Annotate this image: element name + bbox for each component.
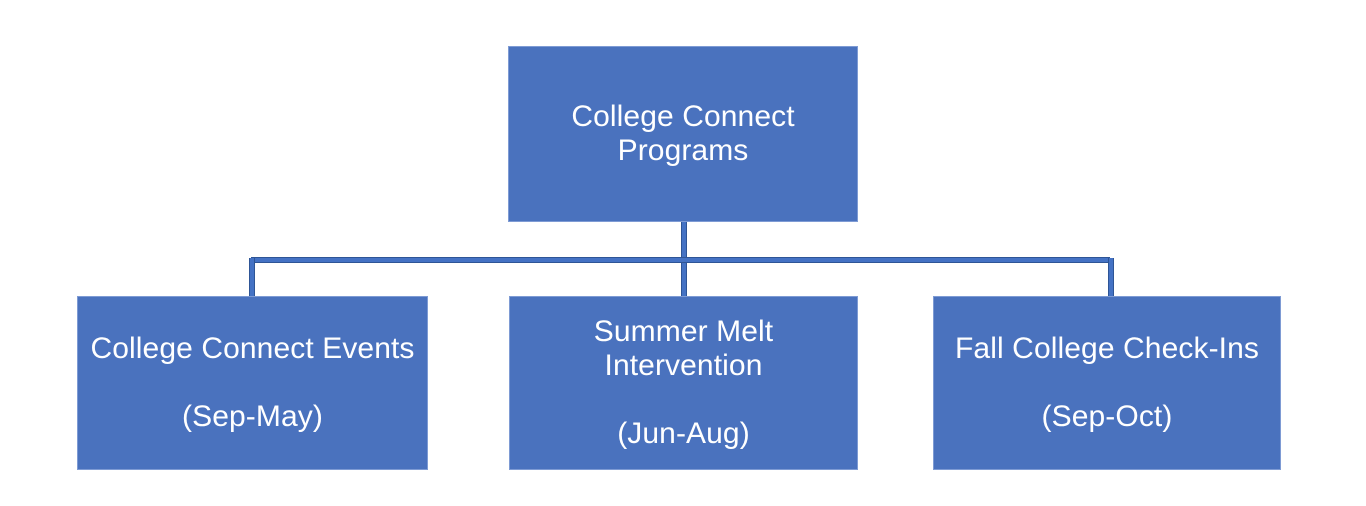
node-child-college-connect-events[interactable]: College Connect Events (Sep-May) (77, 296, 428, 470)
node-child-1-title: Summer Melt Intervention (593, 314, 774, 382)
node-child-fall-college-check-ins[interactable]: Fall College Check-Ins (Sep-Oct) (933, 296, 1281, 470)
node-child-0-period: (Sep-May) (182, 400, 323, 433)
node-root-title: College Connect Programs (571, 99, 795, 167)
connector-bus-to-right-child (1108, 258, 1114, 296)
connector-horizontal-bus (251, 257, 1110, 263)
node-child-2-title: Fall College Check-Ins (955, 331, 1259, 365)
node-root-college-connect-programs[interactable]: College Connect Programs (508, 46, 858, 222)
node-child-2-period: (Sep-Oct) (1041, 400, 1173, 433)
node-child-summer-melt-intervention[interactable]: Summer Melt Intervention (Jun-Aug) (509, 296, 858, 470)
connector-bus-to-left-child (249, 258, 255, 296)
node-child-0-title: College Connect Events (90, 331, 415, 365)
node-child-1-period: (Jun-Aug) (617, 417, 750, 451)
